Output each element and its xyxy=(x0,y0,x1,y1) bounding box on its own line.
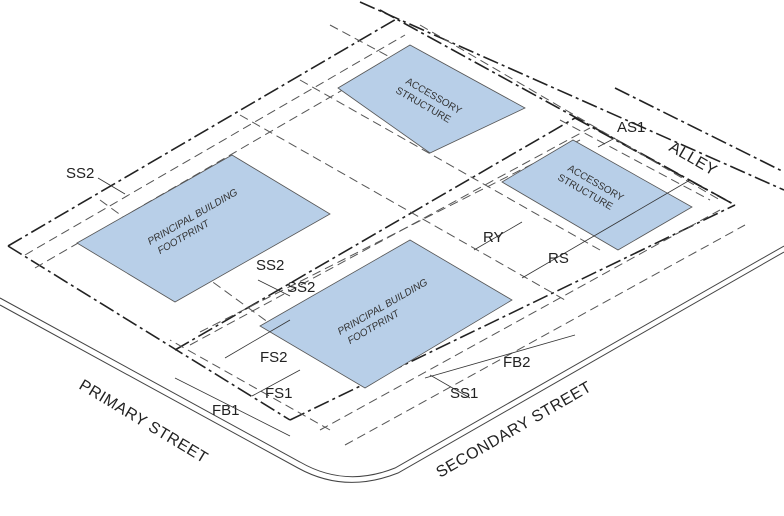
primary-street-label: PRIMARY STREET xyxy=(76,377,211,467)
dim-fb1: FB1 xyxy=(212,402,240,419)
dim-fb2: FB2 xyxy=(503,354,531,371)
dim-ss2-c: SS2 xyxy=(287,279,315,296)
accessory-structure-2 xyxy=(501,139,693,251)
dim-ss2-a: SS2 xyxy=(66,165,94,182)
street-curb xyxy=(0,245,784,483)
dim-rs: RS xyxy=(548,250,569,267)
dim-fs1: FS1 xyxy=(265,385,293,402)
dim-ss1: SS1 xyxy=(450,385,478,402)
dimension-lines xyxy=(97,137,691,437)
principal-building-2 xyxy=(259,239,513,389)
dim-fs2: FS2 xyxy=(260,349,288,366)
dim-as1: AS1 xyxy=(617,119,645,136)
dim-ry: RY xyxy=(483,229,504,246)
accessory-structure-1 xyxy=(337,44,526,154)
principal-building-1 xyxy=(76,154,331,303)
dim-ss2-b: SS2 xyxy=(256,257,284,274)
